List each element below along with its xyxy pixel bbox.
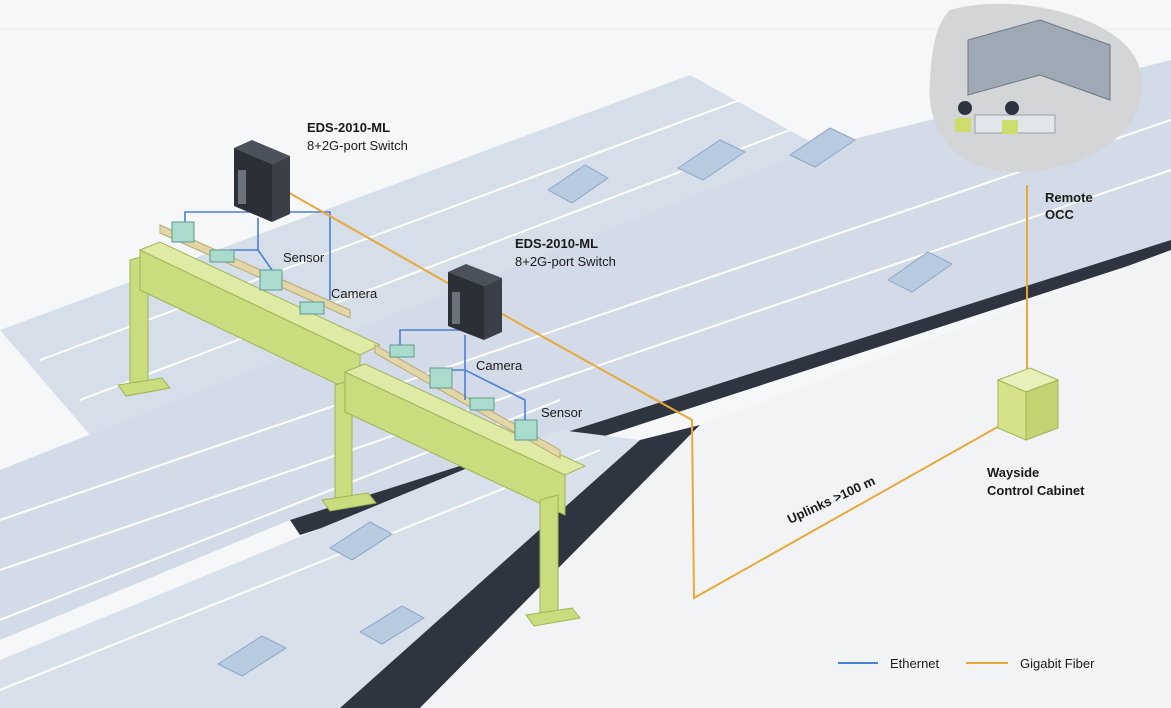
gantry-1 [117, 224, 382, 397]
cars [216, 127, 953, 677]
camera-box [389, 344, 415, 358]
sensor-label-2: Sensor [541, 405, 583, 420]
car [788, 127, 857, 168]
cabinet-label-line2: Control Cabinet [987, 483, 1085, 498]
cabinet-label-line1: Wayside [987, 465, 1039, 480]
switch-1-desc: 8+2G-port Switch [307, 138, 408, 153]
car [359, 605, 425, 645]
sensor-label-1: Sensor [283, 250, 325, 265]
sensor-box [171, 221, 195, 243]
camera-box [299, 301, 325, 315]
occ-label-line1: Remote [1045, 190, 1093, 205]
device-mounts [171, 221, 538, 441]
camera-box [209, 249, 235, 263]
occ-label-line2: OCC [1045, 207, 1075, 222]
fiber-links [269, 181, 1028, 600]
car [329, 521, 393, 561]
switch-2-model: EDS-2010-ML [515, 236, 598, 251]
switch-1-model: EDS-2010-ML [307, 120, 390, 135]
sensor-box [259, 269, 283, 291]
camera-label-2: Camera [476, 358, 523, 373]
camera-box [469, 397, 495, 411]
switch-2 [448, 264, 502, 340]
legend-ethernet-label: Ethernet [890, 656, 940, 671]
switch-1 [234, 140, 290, 222]
fiber-switch2-to-cabinet [494, 309, 1011, 600]
sensor-box [429, 367, 453, 389]
car [216, 635, 288, 677]
car [887, 251, 953, 293]
legend: Ethernet Gigabit Fiber [838, 656, 1095, 671]
fiber-switch1-to-switch2 [269, 181, 461, 291]
shoulder [420, 250, 1171, 708]
remote-occ [929, 3, 1143, 173]
sensor-box [514, 419, 538, 441]
gantry-2 [321, 344, 587, 627]
legend-fiber-label: Gigabit Fiber [1020, 656, 1095, 671]
switch-2-desc: 8+2G-port Switch [515, 254, 616, 269]
car [547, 164, 609, 204]
car [676, 139, 747, 181]
camera-label-1: Camera [331, 286, 378, 301]
wayside-cabinet [996, 367, 1060, 441]
